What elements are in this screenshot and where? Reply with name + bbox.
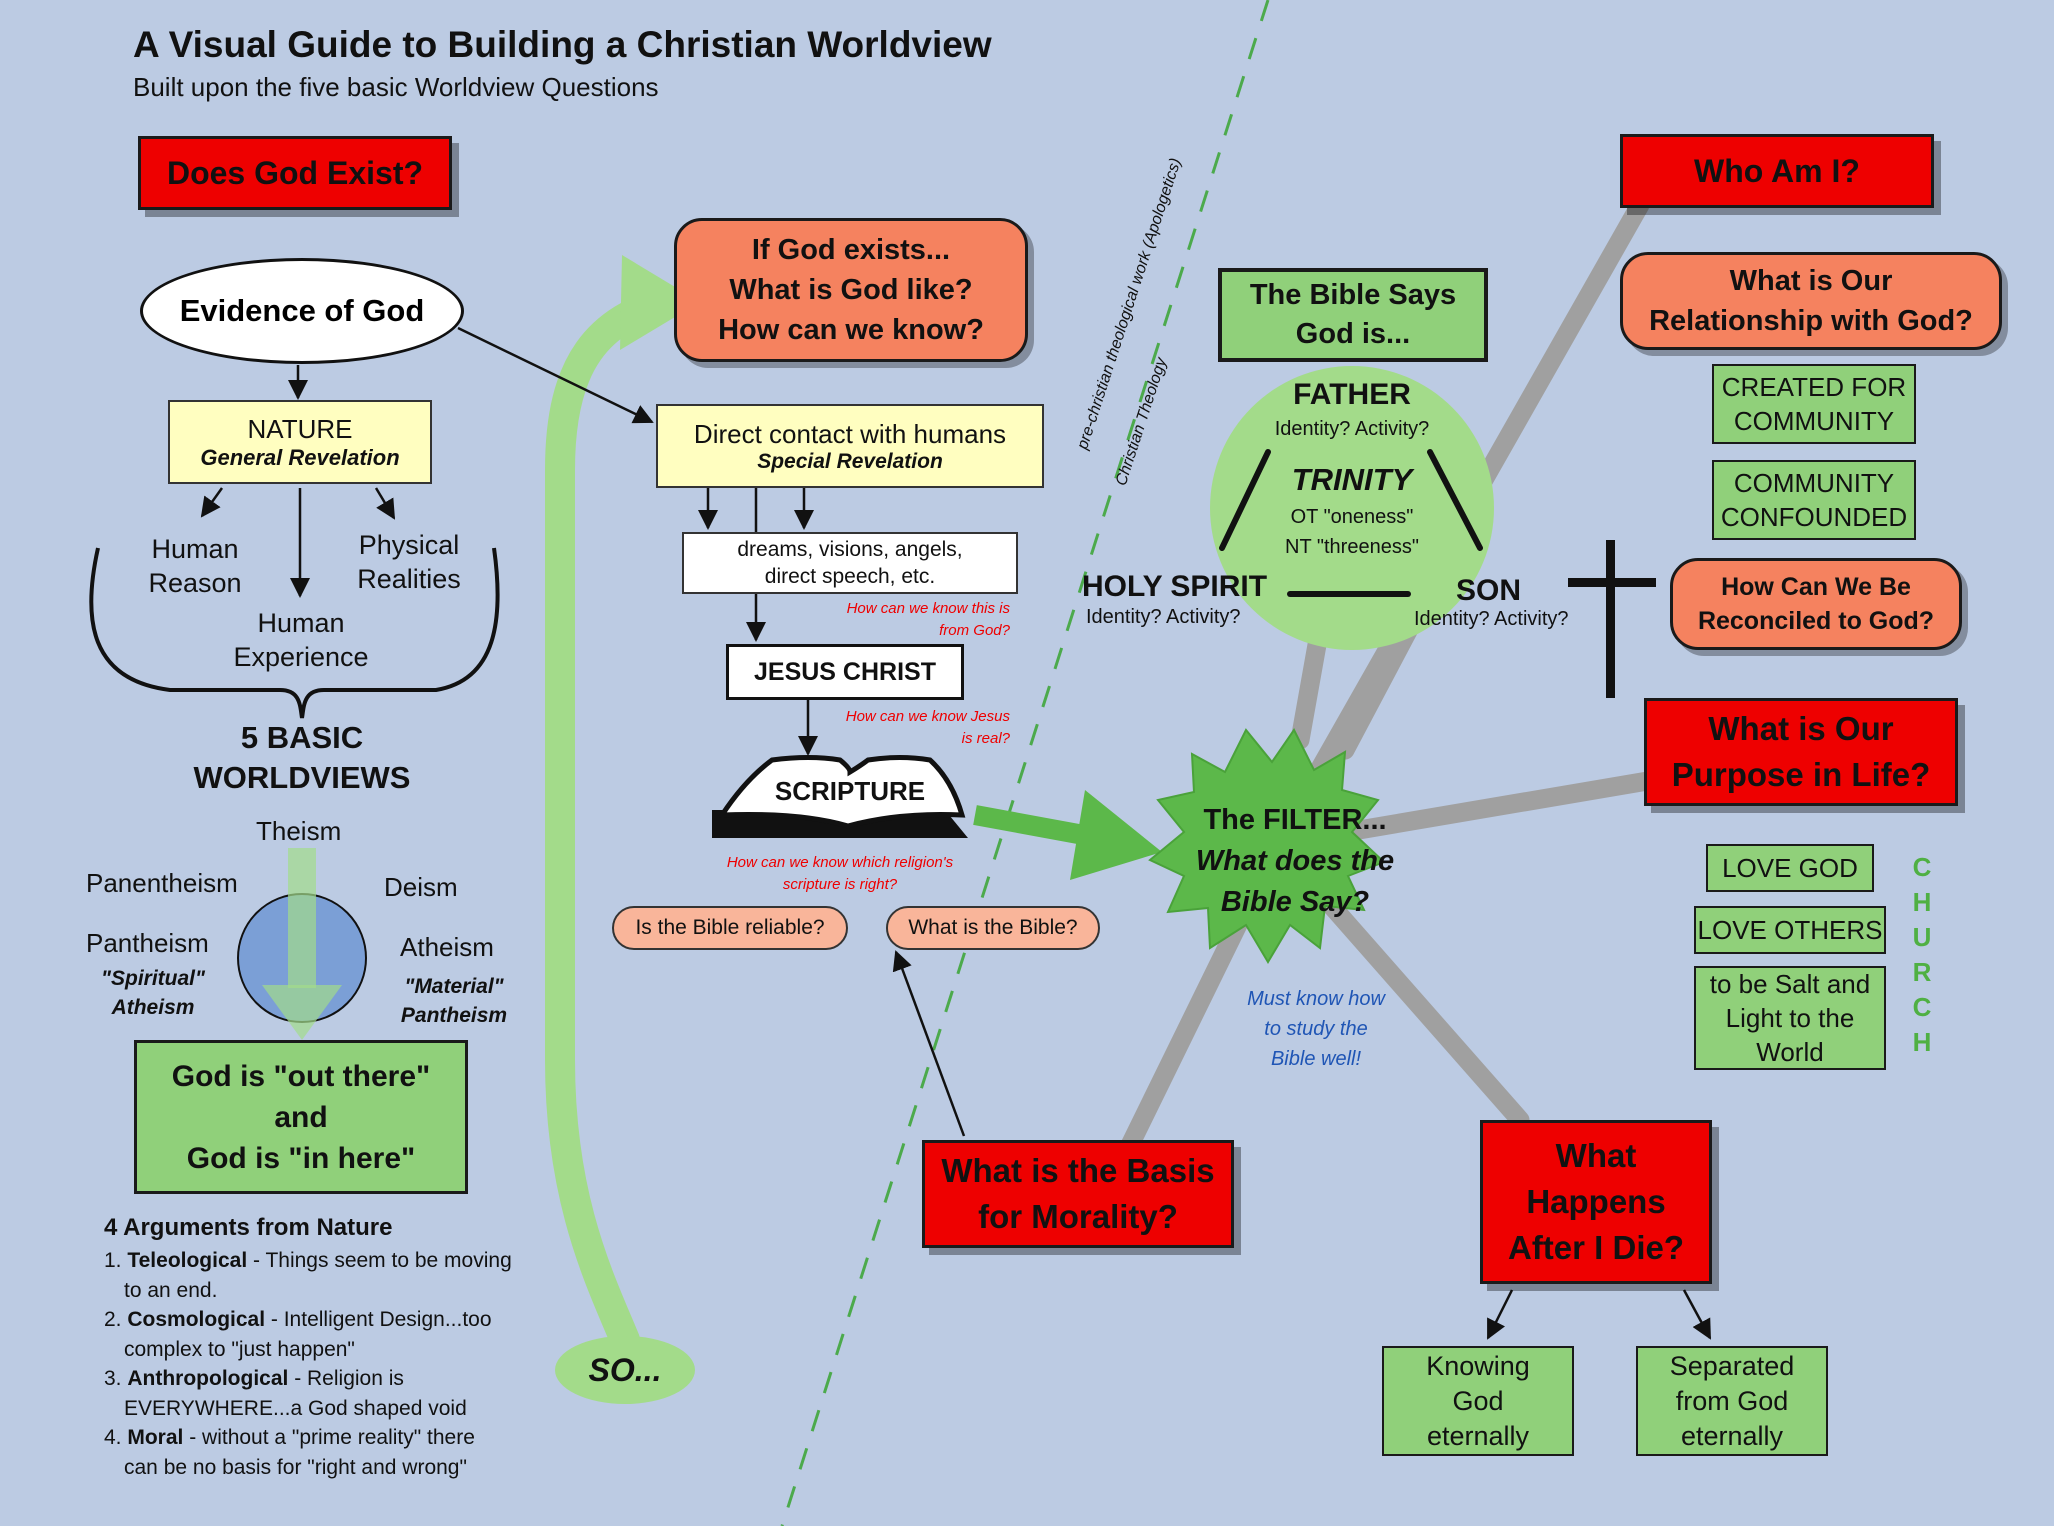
trinity-ot: OT "oneness"	[1290, 506, 1414, 528]
nature-title: NATURE	[247, 413, 353, 444]
trinity-circle	[1210, 366, 1494, 650]
book-icon	[712, 755, 968, 838]
scripture-to-filter-arrow	[973, 790, 1162, 880]
worldview-globe	[237, 848, 367, 1040]
so-label: SO...	[588, 1351, 662, 1388]
trinity-label: TRINITY	[1291, 462, 1413, 497]
love-god-box: LOVE GOD	[1706, 844, 1874, 892]
scripture-label: SCRIPTURE	[774, 775, 926, 806]
what-is-bible-pill: What is the Bible?	[886, 906, 1100, 950]
argument-item: 4. Moral - without a "prime reality" the…	[104, 1426, 475, 1479]
direct-contact-title: Direct contact with humans	[693, 418, 1007, 449]
worldview-brace	[89, 547, 500, 719]
worldview-deism: Deism	[384, 872, 458, 902]
trinity-son-sub: Identity? Activity?	[1414, 608, 1569, 630]
atheism-note: "Material"Pantheism	[400, 975, 508, 1027]
trinity-father: FATHER	[1293, 378, 1411, 411]
dreams-visions-box: dreams, visions, angels,direct speech, e…	[682, 532, 1018, 594]
if-god-exists-box: If God exists...What is God like?How can…	[674, 218, 1028, 362]
trinity-holy-spirit-sub: Identity? Activity?	[1086, 606, 1241, 628]
so-curved-arrow	[545, 255, 700, 1404]
worldview-theism: Theism	[256, 816, 342, 846]
jesus-christ-box: JESUS CHRIST	[726, 644, 964, 700]
trinity-triangle	[1219, 449, 1483, 597]
question-who-am-i: Who Am I?	[1620, 134, 1934, 208]
argument-item: 1. Teleological - Things seem to be movi…	[104, 1249, 512, 1302]
nature-box: NATURE General Revelation	[168, 400, 432, 484]
worldview-pantheism: Pantheism	[86, 928, 209, 958]
evidence-of-god-oval: Evidence of God	[140, 258, 464, 364]
filter-starburst	[1148, 728, 1386, 964]
divider-line	[780, 0, 1270, 1526]
pantheism-note: "Spiritual"Atheism	[101, 967, 205, 1019]
direct-contact-box: Direct contact with humans Special Revel…	[656, 404, 1044, 488]
arguments-heading: 4 Arguments from Nature	[104, 1214, 393, 1241]
page-title: A Visual Guide to Building a Christian W…	[133, 24, 992, 65]
question-label: Does God Exist?	[166, 154, 424, 191]
page-subtitle: Built upon the five basic Worldview Ques…	[133, 72, 659, 102]
evidence-label: Evidence of God	[179, 293, 425, 328]
trinity-father-sub: Identity? Activity?	[1274, 418, 1430, 440]
trinity-nt: NT "threeness"	[1285, 536, 1419, 558]
argument-item: 3. Anthropological - Religion is EVERYWH…	[104, 1367, 467, 1420]
love-others-box: LOVE OTHERS	[1694, 906, 1886, 954]
nature-subtitle: General Revelation	[200, 444, 400, 470]
trinity-holy-spirit: HOLY SPIRIT	[1082, 570, 1268, 603]
arguments-list: 1. Teleological - Things seem to be movi…	[104, 1246, 584, 1482]
argument-item: 2. Cosmological - Intelligent Design...t…	[104, 1308, 492, 1361]
cross-icon	[1568, 540, 1656, 698]
worldview-atheism: Atheism	[400, 932, 494, 962]
worldview-panentheism: Panentheism	[86, 868, 238, 898]
direct-contact-subtitle: Special Revelation	[757, 449, 943, 473]
trinity-son: SON	[1456, 574, 1522, 607]
bible-reliable-pill: Is the Bible reliable?	[612, 906, 848, 950]
question-does-god-exist: Does God Exist?	[138, 136, 452, 210]
